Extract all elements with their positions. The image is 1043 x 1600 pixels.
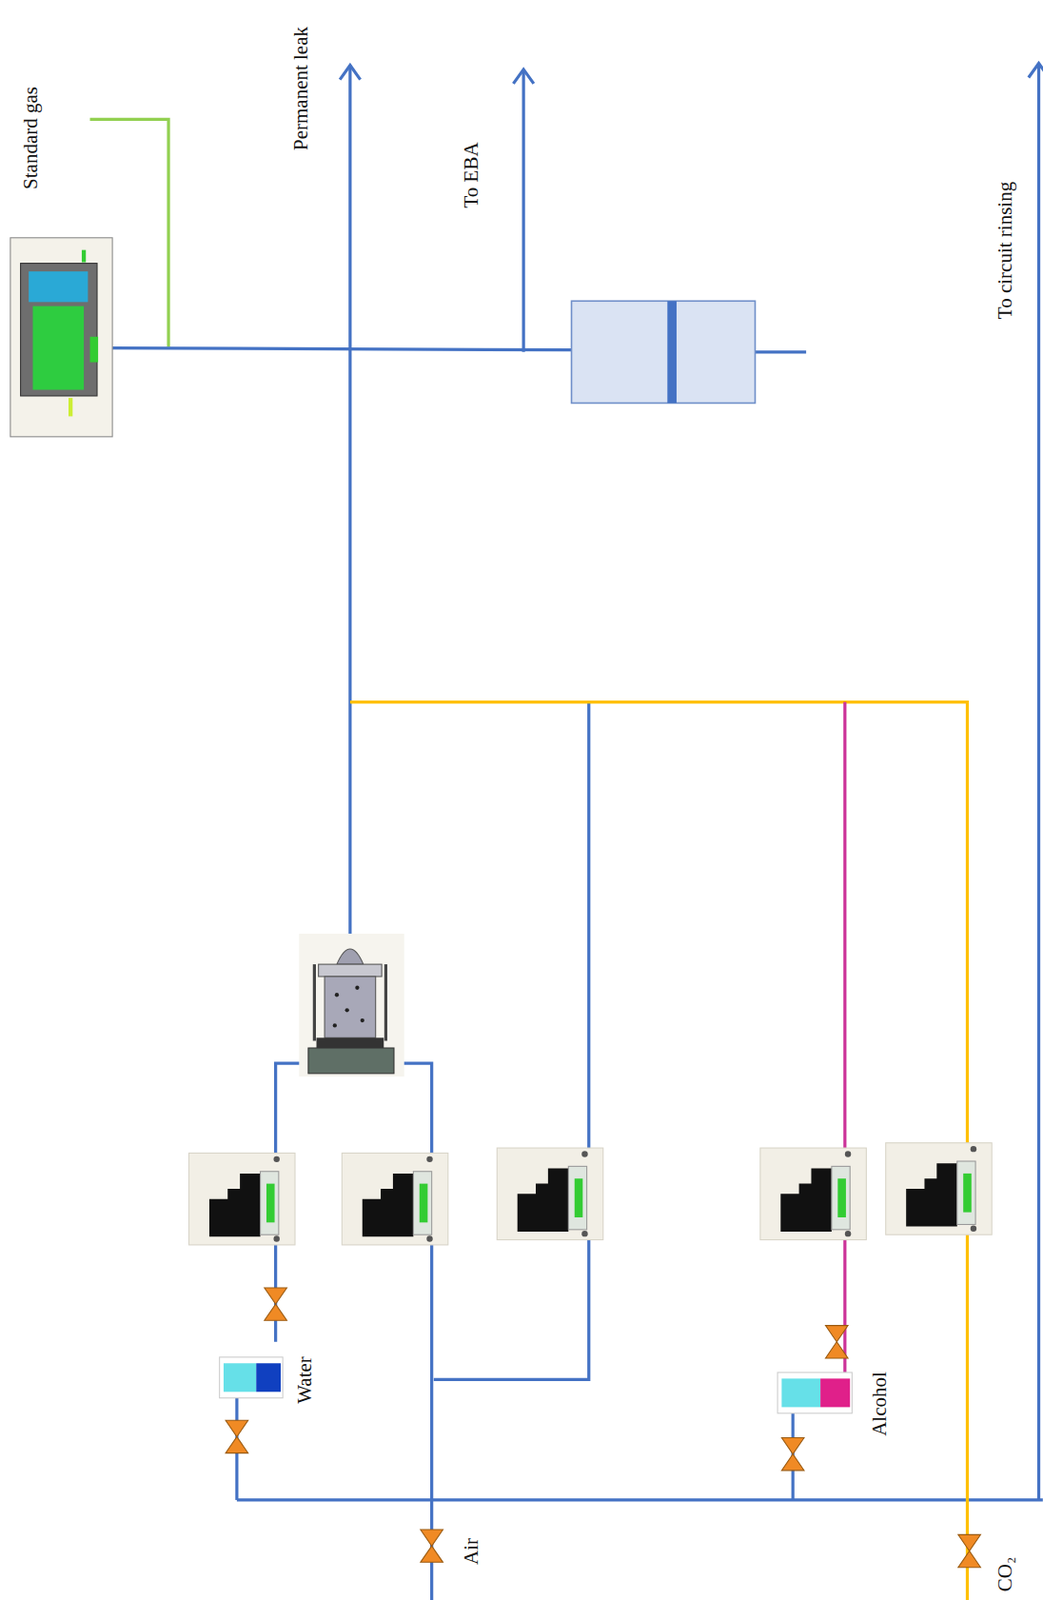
syringe-cylinder	[571, 300, 756, 403]
alcohol-line	[843, 702, 847, 1373]
flow-label: Permanent leak	[290, 23, 313, 154]
flow-label: CO₂	[994, 1553, 1017, 1595]
mass-flow-controllers	[189, 1142, 993, 1245]
flow-label: Alcohol	[868, 1368, 891, 1439]
flow-label: Water	[293, 1353, 315, 1407]
flow-label: Standard gas	[19, 83, 42, 193]
mass-spectrometer	[10, 237, 113, 437]
valves	[225, 1287, 981, 1568]
saturator	[298, 933, 404, 1077]
gas-lines	[112, 62, 1043, 1600]
flow-label: To circuit rinsing	[994, 178, 1017, 322]
flow-label: Air	[460, 1534, 483, 1568]
co2-line	[350, 702, 968, 1600]
flow-label: To EBA	[460, 139, 483, 212]
